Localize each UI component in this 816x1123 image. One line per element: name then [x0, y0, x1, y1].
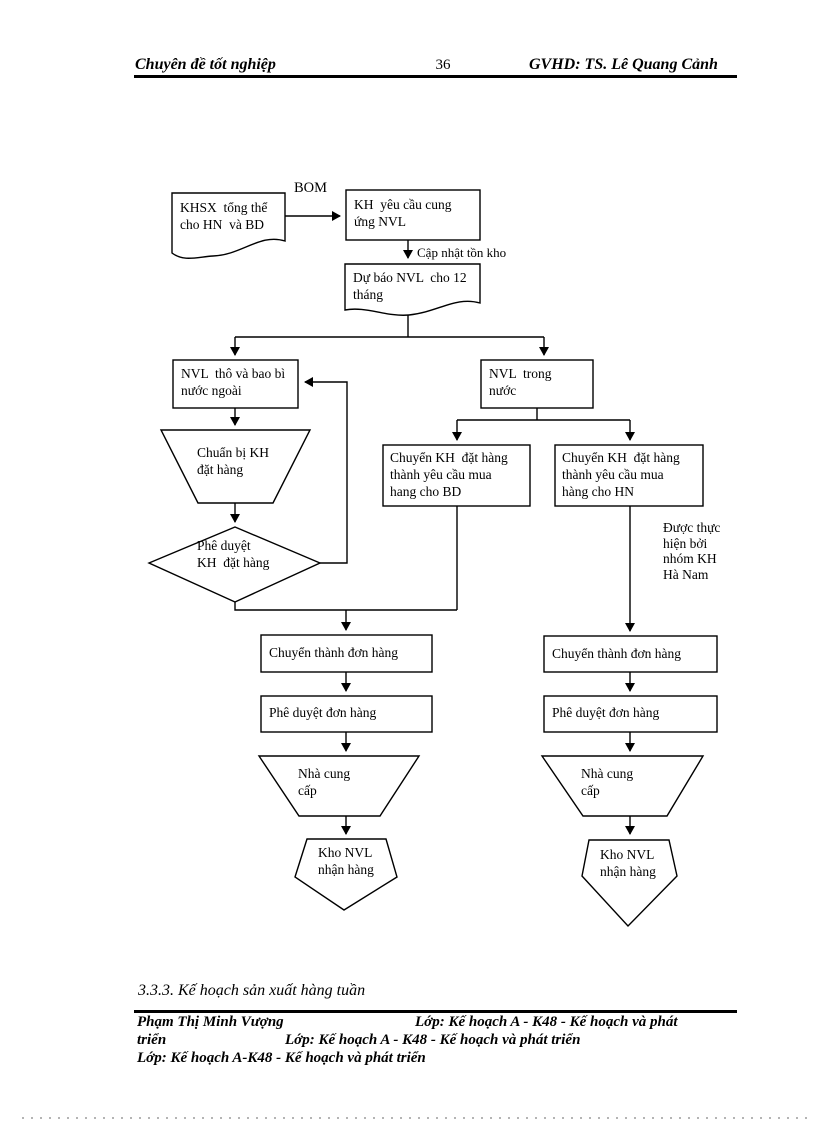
footer-author: Phạm Thị Minh Vượng	[137, 1014, 284, 1030]
section-heading: 3.3.3. Kế hoạch sản xuất hàng tuần	[138, 982, 366, 999]
dubao-label: Dự báo NVL cho 12 tháng	[353, 270, 467, 302]
phe-duyet-don-right-box	[543, 695, 718, 733]
chuyen-don-left-label: Chuyển thành đơn hàng	[269, 645, 398, 660]
kho-nvl-left-label: Kho NVL nhận hàng	[318, 845, 374, 877]
page-number: 36	[435, 57, 451, 73]
chuyen-kh-hn-label: Chuyển KH đặt hàng thành yêu cầu mua hàn…	[562, 450, 680, 499]
dubao-document-shape	[344, 263, 481, 316]
nvl-ngoai-label: NVL thô và bao bì nước ngoài	[181, 366, 286, 398]
footer-rule	[134, 1010, 737, 1013]
pheduyet-kh-label: Phê duyệt KH đặt hàng	[197, 538, 270, 570]
chuyen-don-right-label: Chuyển thành đơn hàng	[552, 646, 681, 661]
feedback-line	[304, 377, 348, 564]
chuyen-kh-bd-box	[382, 444, 531, 507]
nha-cung-cap-right-trapezoid	[540, 755, 705, 817]
khsx-label: KHSX tổng thể cho HN và BD	[180, 200, 268, 232]
nha-cung-cap-right-label: Nhà cung cấp	[581, 766, 634, 798]
footer-class-line1: Lớp: Kế hoạch A - K48 - Kế hoạch và phát	[415, 1014, 678, 1030]
footer-class-line3: Lớp: Kế hoạch A-K48 - Kế hoạch và phát t…	[137, 1050, 426, 1066]
pheduyet-kh-diamond	[147, 526, 322, 603]
cap-nhat-ton-kho-label: Cập nhật tồn kho	[417, 245, 507, 260]
nha-cung-cap-left-trapezoid	[257, 755, 421, 817]
nvl-ngoai-box	[172, 359, 299, 409]
chuyen-kh-hn-box	[554, 444, 704, 507]
chuanbi-label: Chuẩn bị KH đặt hàng	[197, 445, 269, 477]
kho-nvl-right-pentagon	[581, 839, 678, 928]
phe-duyet-don-left-label: Phê duyệt đơn hàng	[269, 705, 377, 720]
kho-nvl-right-label: Kho NVL nhận hàng	[600, 847, 656, 879]
annotation-ha-nam: Được thực hiện bởi nhóm KH Hà Nam	[663, 520, 721, 582]
kh-yeucau-box	[345, 189, 481, 241]
chuanbi-trapezoid	[159, 429, 312, 504]
kh-yeucau-label: KH yêu cầu cung ứng NVL	[354, 197, 452, 229]
footer-trien: triển	[137, 1032, 167, 1048]
header-rule	[134, 75, 737, 78]
kho-nvl-left-pentagon	[294, 838, 398, 911]
nvl-trong-label: NVL trong nước	[489, 366, 552, 398]
phe-duyet-don-right-label: Phê duyệt đơn hàng	[552, 705, 660, 720]
nvl-trong-box	[480, 359, 594, 409]
chuyen-kh-bd-label: Chuyển KH đặt hàng thành yêu cầu mua han…	[390, 450, 508, 499]
chuyen-don-right-box	[543, 635, 718, 673]
connector-lines	[230, 211, 635, 835]
node-shapes	[147, 189, 718, 928]
flowchart-canvas	[147, 189, 718, 928]
chuyen-don-left-box	[260, 634, 433, 673]
footer-class-line2: Lớp: Kế hoạch A - K48 - Kế hoạch và phát…	[285, 1032, 581, 1048]
bom-label: BOM	[294, 180, 328, 196]
header-title-right: GVHD: TS. Lê Quang Cảnh	[529, 56, 718, 73]
line-merge-bottom	[234, 602, 457, 611]
khsx-document-shape	[171, 192, 286, 259]
header-title-left: Chuyên đề tốt nghiệp	[135, 56, 276, 73]
phe-duyet-don-left-box	[260, 695, 433, 733]
nha-cung-cap-left-label: Nhà cung cấp	[298, 766, 351, 798]
bottom-dotted-line	[22, 1117, 814, 1119]
